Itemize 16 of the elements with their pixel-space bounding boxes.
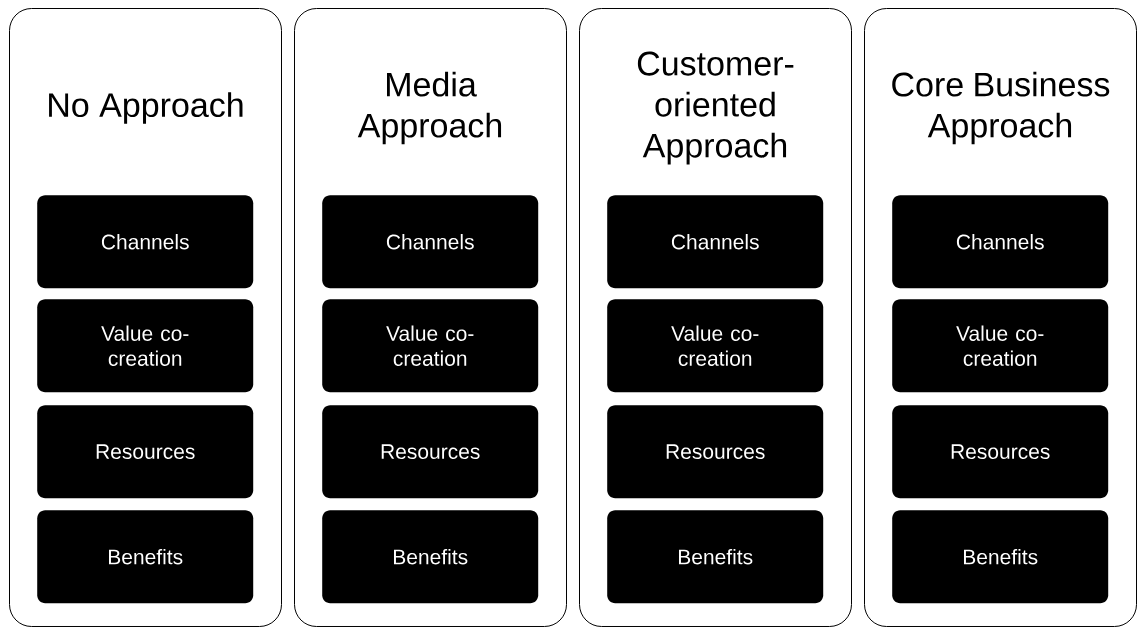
aspect-box: Resources xyxy=(322,405,539,499)
aspect-box: Channels xyxy=(892,195,1109,289)
aspect-box: Resources xyxy=(607,405,824,499)
aspect-box: Resources xyxy=(37,405,254,499)
aspect-box: Channels xyxy=(322,195,539,289)
aspect-box: Channels xyxy=(607,195,824,289)
aspect-box: Benefits xyxy=(322,510,539,604)
aspect-box: Benefits xyxy=(607,510,824,604)
aspect-box: Value co-creation xyxy=(37,299,254,393)
aspect-box: Value co-creation xyxy=(892,299,1109,393)
aspect-box: Value co-creation xyxy=(607,299,824,393)
aspect-box: Benefits xyxy=(37,510,254,604)
aspect-box: Resources xyxy=(892,405,1109,499)
aspect-box: Channels xyxy=(37,195,254,289)
aspect-box: Value co-creation xyxy=(322,299,539,393)
aspect-box: Benefits xyxy=(892,510,1109,604)
